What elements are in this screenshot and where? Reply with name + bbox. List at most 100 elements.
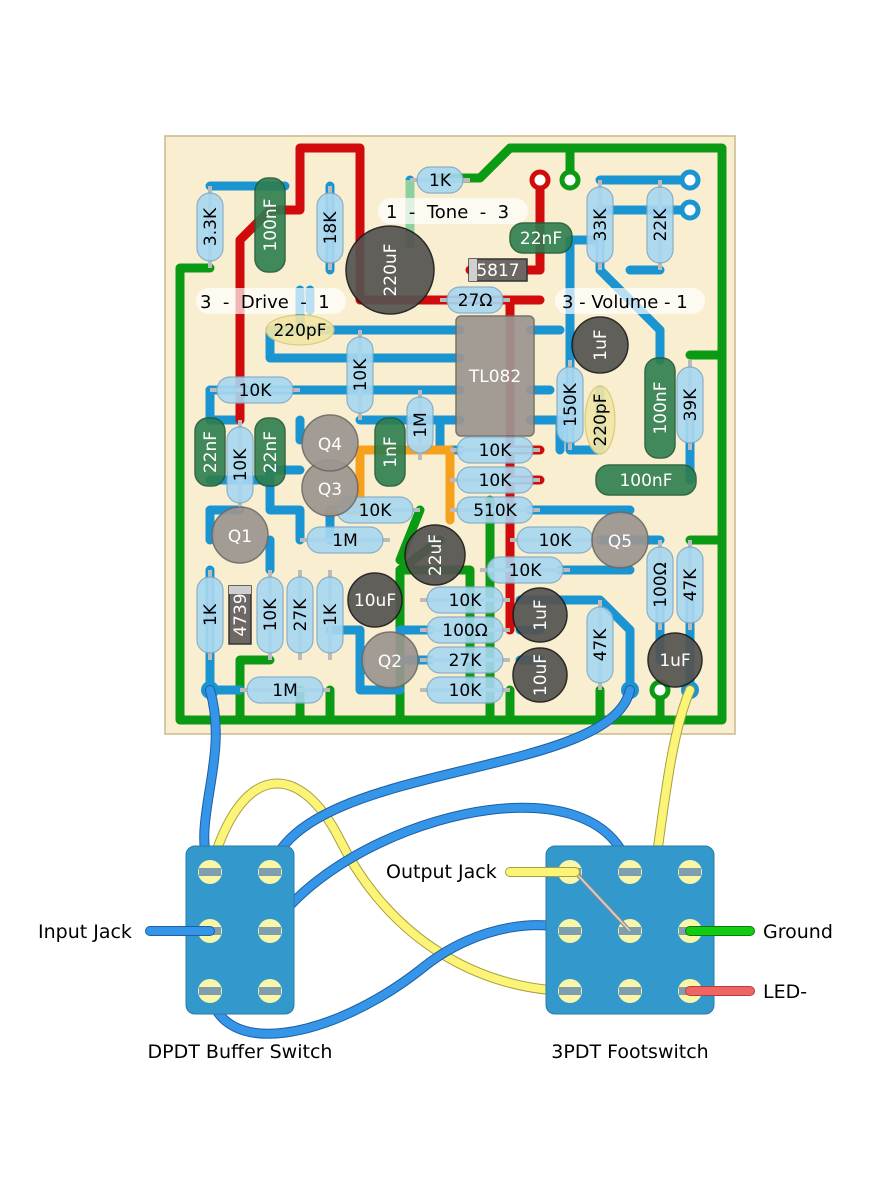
ic-label: TL082 xyxy=(468,367,521,387)
resistor-label: 10K xyxy=(509,561,543,581)
resistor-r_150k: 150K xyxy=(556,360,584,450)
film-capacitor-c_1n: 1nF xyxy=(374,417,406,487)
resistor-r_3k3: 3.3K xyxy=(196,186,224,268)
resistor-r_27ohm: 27Ω xyxy=(440,286,510,314)
switch-lug[interactable] xyxy=(258,919,282,943)
diode-4739: 4739 xyxy=(228,585,252,645)
capacitor-label: 100nF xyxy=(261,198,281,251)
resistor-r_1m_b: 1M xyxy=(300,526,390,554)
resistor-label: 10K xyxy=(231,448,251,482)
resistor-r_27k_b: 27K xyxy=(420,646,510,674)
switch-lug[interactable] xyxy=(618,860,642,884)
capacitor-label: 1nF xyxy=(381,436,401,467)
resistor-r_10k_d: 10K xyxy=(450,436,540,464)
resistor-label: 10K xyxy=(539,531,573,551)
transistor-q5: Q5 xyxy=(591,511,649,569)
dpdt-label: DPDT Buffer Switch xyxy=(148,1041,333,1063)
resistor-label: 3.3K xyxy=(201,207,221,246)
resistor-r_33k: 33K xyxy=(586,180,614,270)
film-capacitor-c_22n_a: 22nF xyxy=(194,417,226,487)
resistor-label: 33K xyxy=(591,208,611,242)
resistor-r_10k_f: 10K xyxy=(330,496,420,524)
film-capacitor-c_22n_b: 22nF xyxy=(254,417,286,487)
resistor-label: 10K xyxy=(351,358,371,392)
resistor-label: 1M xyxy=(272,681,297,701)
resistor-r_10k_b: 10K xyxy=(346,330,374,420)
resistor-r_10k_e: 10K xyxy=(450,466,540,494)
capacitor-label: 1uF xyxy=(659,651,690,671)
pad-vol-out-b[interactable] xyxy=(679,199,701,221)
resistor-label: 10K xyxy=(479,471,513,491)
transistor-label: Q3 xyxy=(318,480,342,500)
capacitor-label: 10uF xyxy=(354,591,396,611)
electrolytic-capacitor-e_220u: 220uF xyxy=(345,225,435,315)
pot-drive: 3 - Drive - 1 xyxy=(196,288,346,314)
switch-lug[interactable] xyxy=(198,860,222,884)
resistor-r_10k_g: 10K xyxy=(510,526,600,554)
resistor-r_10k_a: 10K xyxy=(210,376,300,404)
resistor-label: 1K xyxy=(429,171,452,191)
resistor-label: 22K xyxy=(651,208,671,242)
resistor-r_100ohm_b: 100Ω xyxy=(420,616,510,644)
switch-lug[interactable] xyxy=(678,860,702,884)
transistor-label: Q1 xyxy=(228,527,252,547)
film-capacitor-c_100n_b: 100nF xyxy=(644,357,676,459)
resistor-label: 47K xyxy=(591,628,611,662)
resistor-label: 1M xyxy=(411,412,431,437)
resistor-r_1k_b: 1K xyxy=(316,570,344,660)
electrolytic-capacitor-e_1u_b: 1uF xyxy=(512,587,568,643)
input-jack-label: Input Jack xyxy=(38,921,132,943)
pot-volume: 3 - Volume - 1 xyxy=(555,288,705,314)
resistor-label: 1K xyxy=(321,603,341,626)
electrolytic-capacitor-e_1u_c: 1uF xyxy=(647,632,703,688)
resistor-r_10k_j: 10K xyxy=(420,586,510,614)
resistor-r_510k: 510K xyxy=(450,496,540,524)
resistor-label: 1M xyxy=(332,531,357,551)
resistor-label: 10K xyxy=(449,681,483,701)
capacitor-label: 1uF xyxy=(531,599,551,630)
transistor-label: Q4 xyxy=(318,435,342,455)
resistor-r_1k_top: 1K xyxy=(410,166,470,194)
transistor-q3: Q3 xyxy=(301,459,359,517)
resistor-label: 10K xyxy=(359,501,393,521)
capacitor-label: 10uF xyxy=(531,654,551,696)
resistor-r_22k: 22K xyxy=(646,180,674,270)
output-jack-label: Output Jack xyxy=(386,861,497,883)
film-capacitor-c_100n_c: 100nF xyxy=(595,464,697,496)
resistor-r_10k_c: 10K xyxy=(226,420,254,510)
switch-lug[interactable] xyxy=(558,919,582,943)
electrolytic-capacitor-e_22u: 22uF xyxy=(404,524,466,586)
ic-tl082: TL082 xyxy=(455,315,535,437)
resistor-r_1m_c: 1M xyxy=(240,676,330,704)
resistor-r_100ohm_a: 100Ω xyxy=(646,540,674,630)
pad-vol-out-a[interactable] xyxy=(679,169,701,191)
diode-label: 4739 xyxy=(231,593,251,636)
switch-lug[interactable] xyxy=(198,979,222,1003)
resistor-label: 10K xyxy=(261,598,281,632)
transistor-q2: Q2 xyxy=(361,631,419,689)
switch-lug[interactable] xyxy=(258,979,282,1003)
resistor-label: 47K xyxy=(681,568,701,602)
resistor-label: 100Ω xyxy=(442,621,487,641)
resistor-r_10k_h: 10K xyxy=(480,556,570,584)
pad-power[interactable] xyxy=(529,169,551,191)
capacitor-label: 100nF xyxy=(651,381,671,434)
pad-ground-top[interactable] xyxy=(559,169,581,191)
resistor-label: 27Ω xyxy=(458,291,493,311)
ground-label: Ground xyxy=(763,921,833,943)
resistor-r_47k_b: 47K xyxy=(586,600,614,690)
switch-lug[interactable] xyxy=(618,979,642,1003)
film-capacitor-c_100n_a: 100nF xyxy=(254,177,286,273)
resistor-label: 10K xyxy=(239,381,273,401)
capacitor-label: 100nF xyxy=(619,471,672,491)
capacitor-label: 220pF xyxy=(591,393,611,446)
capacitor-label: 220pF xyxy=(273,321,326,341)
resistor-label: 510K xyxy=(473,501,517,521)
transistor-q1: Q1 xyxy=(211,506,269,564)
switch-lug[interactable] xyxy=(558,979,582,1003)
3pdt-label: 3PDT Footswitch xyxy=(551,1041,708,1063)
resistor-r_27k_a: 27K xyxy=(286,570,314,660)
switch-lug[interactable] xyxy=(258,860,282,884)
